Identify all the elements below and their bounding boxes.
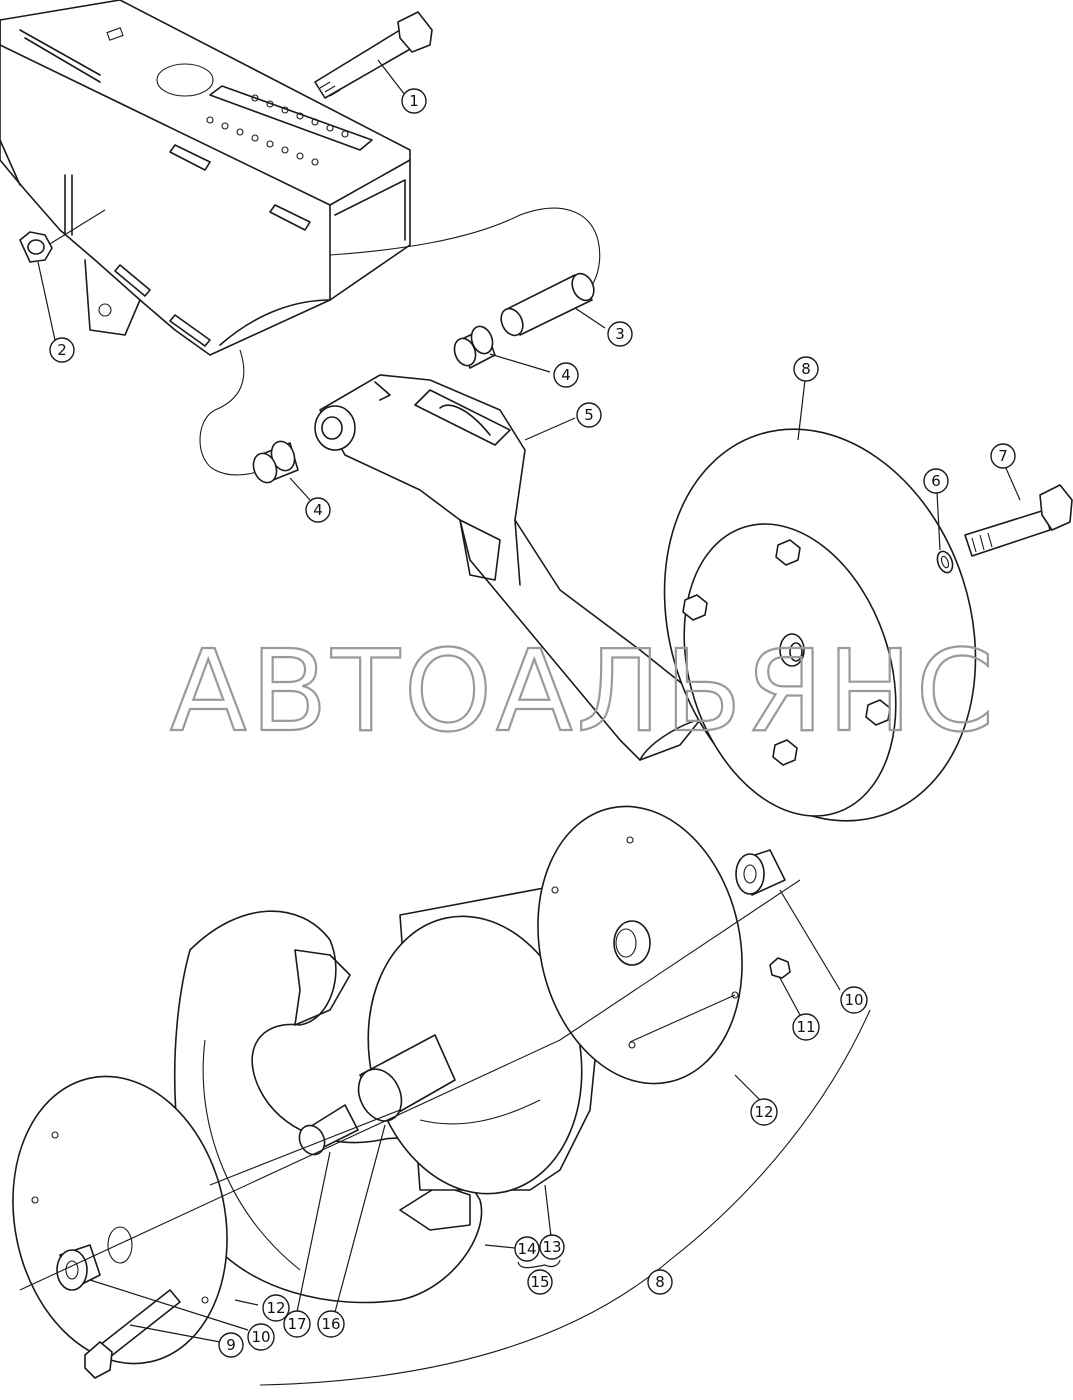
bearing-10-upper (735, 849, 786, 896)
nut-11 (769, 957, 791, 979)
callout-17: 17 (283, 1310, 311, 1338)
svg-text:1: 1 (409, 92, 419, 110)
nut-2 (19, 231, 53, 263)
callout-3: 3 (607, 321, 633, 347)
callout-12b: 12 (262, 1294, 290, 1322)
callout-4b: 4 (305, 497, 331, 523)
hole-row (206, 94, 349, 166)
svg-text:7: 7 (998, 447, 1008, 465)
callout-10b: 10 (247, 1323, 275, 1351)
callout-15: 15 (527, 1269, 553, 1295)
bushing-4-upper (453, 325, 496, 369)
callout-8a: 8 (793, 356, 819, 382)
svg-text:13: 13 (542, 1238, 561, 1256)
callout-1: 1 (401, 88, 427, 114)
callout-11: 11 (792, 1013, 820, 1041)
svg-text:3: 3 (615, 325, 625, 343)
pin-3 (500, 272, 595, 337)
svg-text:12: 12 (266, 1299, 285, 1317)
watermark-text: АВТОАЛЬЯНС (170, 627, 998, 757)
leader-lines (37, 59, 1021, 1343)
bearing-10-lower (56, 1244, 101, 1291)
callout-12a: 12 (750, 1098, 778, 1126)
disc-8-upper (663, 428, 977, 822)
svg-text:5: 5 (584, 406, 594, 424)
hub-16 (357, 1034, 456, 1122)
arm-5 (314, 374, 701, 761)
svg-text:12: 12 (754, 1103, 773, 1121)
bushing-4-lower (252, 440, 299, 484)
bolt-7 (964, 484, 1073, 557)
svg-text:9: 9 (226, 1336, 236, 1354)
svg-text:17: 17 (287, 1315, 306, 1333)
svg-text:6: 6 (931, 472, 941, 490)
callout-13: 13 (539, 1234, 565, 1260)
callout-14: 14 (514, 1236, 540, 1262)
svg-text:10: 10 (251, 1328, 270, 1346)
svg-text:14: 14 (517, 1240, 536, 1258)
callout-7: 7 (990, 443, 1016, 469)
callout-5: 5 (576, 402, 602, 428)
callout-9: 9 (218, 1332, 244, 1358)
callout-8b: 8 (647, 1269, 673, 1295)
svg-text:16: 16 (321, 1315, 340, 1333)
bolt-1 (314, 11, 433, 99)
svg-text:10: 10 (844, 991, 863, 1009)
washer-6 (936, 550, 954, 574)
svg-text:4: 4 (561, 366, 571, 384)
callout-16: 16 (317, 1310, 345, 1338)
bolt-9 (84, 1289, 181, 1379)
plate-12-left (12, 1075, 228, 1365)
svg-text:15: 15 (530, 1273, 549, 1291)
callout-4a: 4 (553, 362, 579, 388)
svg-text:8: 8 (655, 1273, 665, 1291)
callout-6: 6 (923, 468, 949, 494)
svg-text:11: 11 (796, 1018, 815, 1036)
callout-10a: 10 (840, 986, 868, 1014)
svg-text:8: 8 (801, 360, 811, 378)
callout-2: 2 (49, 337, 75, 363)
frame-bracket (0, 0, 411, 356)
svg-text:2: 2 (57, 341, 67, 359)
svg-text:4: 4 (313, 501, 323, 519)
